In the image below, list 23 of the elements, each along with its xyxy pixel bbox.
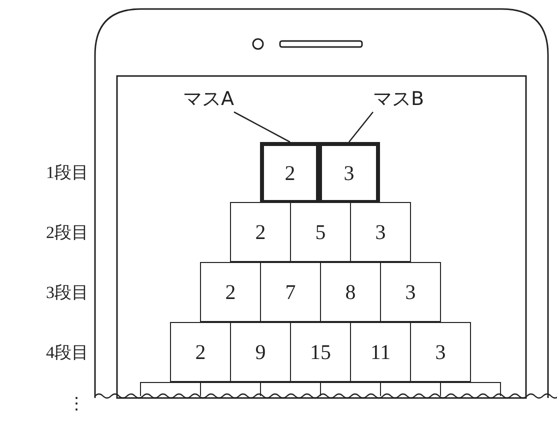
number-box: 5 — [290, 202, 351, 262]
row-label: 4段目 — [46, 342, 88, 364]
row-label: 2段目 — [46, 222, 88, 244]
cell-label: マスB — [373, 86, 424, 112]
number-box: 11 — [350, 322, 411, 382]
number-box: 3 — [350, 202, 411, 262]
number-box: 15 — [290, 322, 351, 382]
number-box: 2 — [200, 262, 261, 322]
number-box: 2 — [170, 322, 231, 382]
number-box: 3 — [410, 322, 471, 382]
highlighted-number-box: 2 — [260, 142, 320, 204]
number-box: 3 — [380, 262, 441, 322]
leader-line — [348, 112, 374, 142]
cell-label: マスA — [183, 86, 234, 112]
row-label: 1段目 — [46, 162, 88, 184]
number-box: 7 — [260, 262, 321, 322]
ellipsis: ⋮ — [68, 393, 85, 414]
leader-line — [234, 111, 290, 143]
number-box: 8 — [320, 262, 381, 322]
number-box: 2 — [230, 202, 291, 262]
highlighted-number-box: 3 — [318, 142, 380, 204]
number-box: 9 — [230, 322, 291, 382]
row-label: 3段目 — [46, 282, 88, 304]
